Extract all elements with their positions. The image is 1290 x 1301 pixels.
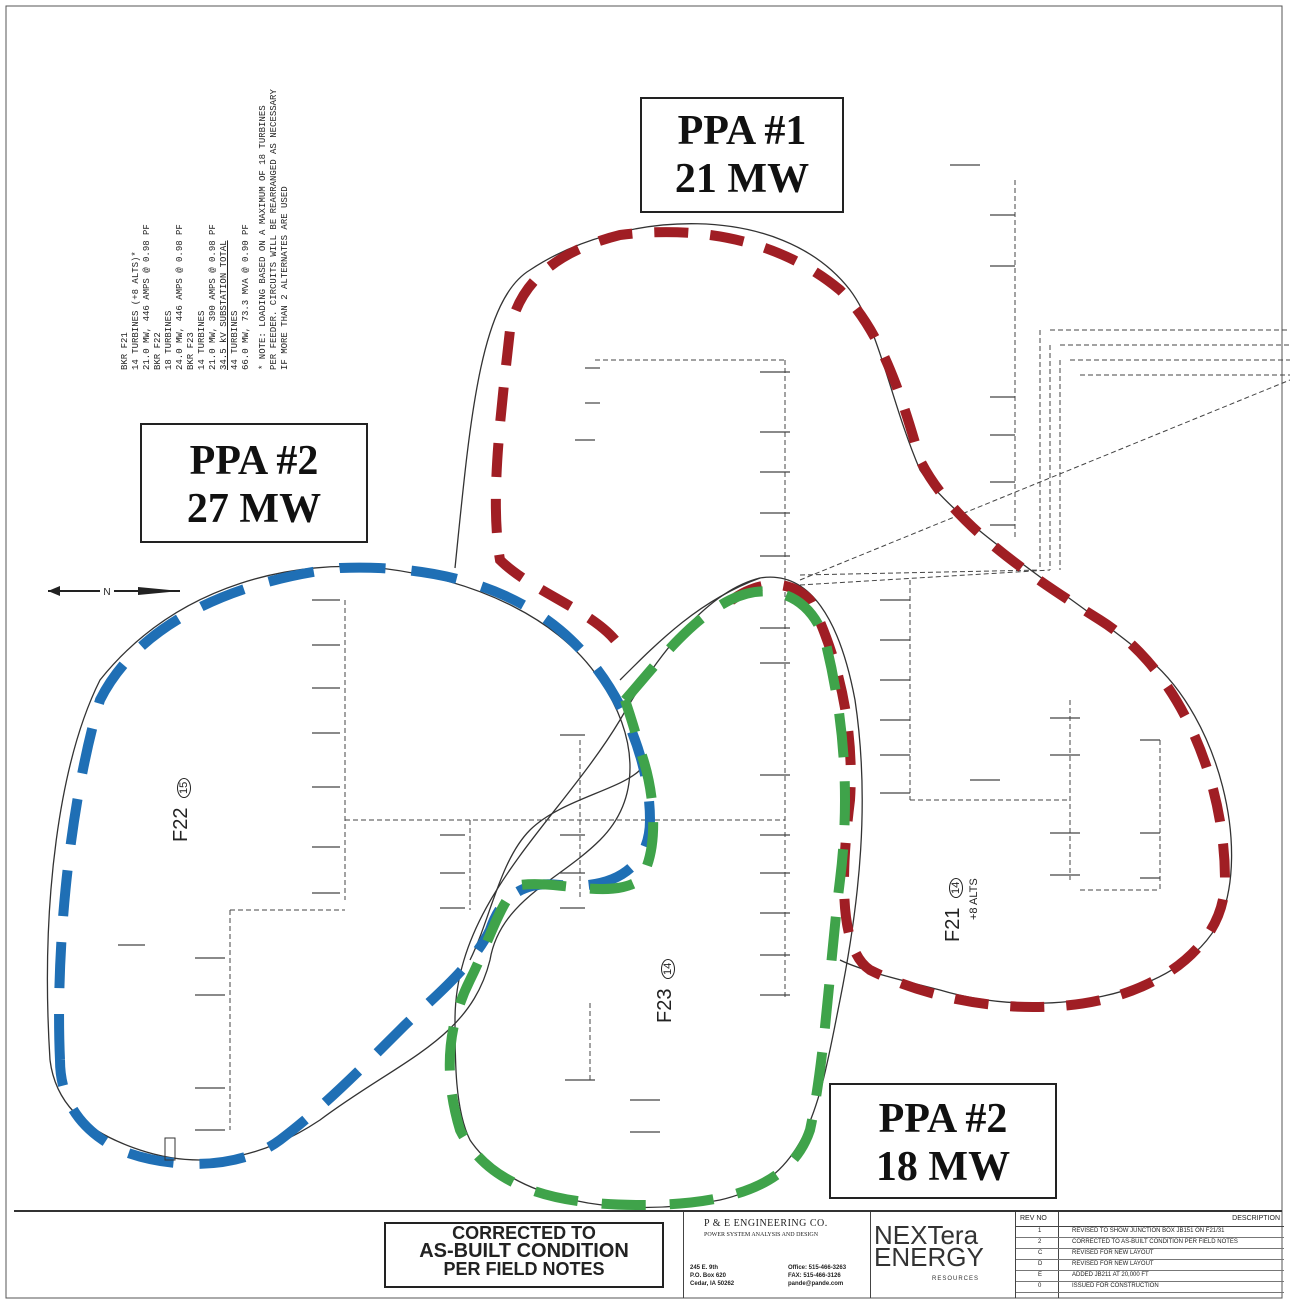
engineering-firm-block: P & E ENGINEERING CO. POWER SYSTEM ANALY… xyxy=(683,1212,871,1298)
revision-row: 0 ISSUED FOR CONSTRUCTION xyxy=(1016,1281,1284,1293)
note-line: BKR F22 xyxy=(153,332,163,370)
feeder-f23-label: F23 14 xyxy=(654,958,677,1023)
feeder-f21-label: F21 14 xyxy=(942,877,965,942)
feeder-count: 14 xyxy=(661,958,675,979)
address-line: 245 E. 9th xyxy=(690,1265,719,1271)
north-arrow: N xyxy=(48,584,180,603)
note-line: 44 TURBINES xyxy=(230,310,240,370)
stamp-line: CORRECTED TO xyxy=(452,1223,596,1243)
feeder-f22-label: F22 15 xyxy=(170,777,193,842)
ppa1-capacity: 21 MW xyxy=(674,156,810,203)
note-line: 18 TURBINES xyxy=(164,310,174,370)
rev-desc: REVISED TO SHOW JUNCTION BOX JB151 ON F2… xyxy=(1072,1228,1225,1234)
rev-no: 2 xyxy=(1038,1239,1042,1245)
note-line: 34.5 kV SUBSTATION TOTAL xyxy=(219,240,229,370)
substation-symbol xyxy=(164,1137,176,1161)
logo-line: NEXTera xyxy=(874,1220,979,1250)
nextera-logo: NEXTera ENERGY RESOURCES xyxy=(872,1216,1012,1296)
ppa2-west-boundary xyxy=(54,562,656,1169)
feeder-name: F21 xyxy=(942,907,964,942)
breaker-notes: BKR F21 14 TURBINES (+8 ALTS)* 21.0 MW, … xyxy=(120,89,291,370)
note-line: 14 TURBINES (+8 ALTS)* xyxy=(131,251,141,370)
revision-row: D REVISED FOR NEW LAYOUT xyxy=(1016,1259,1284,1271)
ppa2-west-capacity: 27 MW xyxy=(186,486,322,533)
logo-line: RESOURCES xyxy=(932,1276,980,1282)
revision-row: E ADDED JB211 AT 20,000 FT xyxy=(1016,1270,1284,1282)
ppa2-west-title: PPA #2 xyxy=(189,438,319,484)
note-line: BKR F23 xyxy=(186,332,196,370)
cable-routes xyxy=(229,180,1290,1130)
ppa2-south-label: PPA #2 18 MW xyxy=(829,1083,1057,1199)
as-built-stamp: CORRECTED TO AS-BUILT CONDITION PER FIEL… xyxy=(384,1222,664,1288)
ppa2-west-label: PPA #2 27 MW xyxy=(140,423,368,543)
rev-no: D xyxy=(1038,1261,1043,1267)
rev-desc: ISSUED FOR CONSTRUCTION xyxy=(1072,1283,1159,1289)
feeder-count: 14 xyxy=(949,877,963,898)
revision-row: C REVISED FOR NEW LAYOUT xyxy=(1016,1248,1284,1260)
stamp-line: AS-BUILT CONDITION xyxy=(419,1240,629,1262)
ppa1-boundary xyxy=(490,227,1231,1012)
rev-desc: REVISED FOR NEW LAYOUT xyxy=(1072,1261,1154,1267)
address-line: Cedar, IA 50262 xyxy=(690,1281,735,1287)
note-line: 21.0 MW, 390 AMPS @ 0.98 PF xyxy=(208,224,218,370)
note-line: 24.0 MW, 446 AMPS @ 0.98 PF xyxy=(175,224,185,370)
logo-line: ENERGY xyxy=(874,1242,984,1272)
tie-line xyxy=(619,577,761,681)
contact-line: FAX: 515-466-3126 xyxy=(788,1273,841,1279)
f22-outline xyxy=(46,565,631,1161)
rev-desc: ADDED JB211 AT 20,000 FT xyxy=(1072,1272,1149,1278)
ppa2-south-boundary xyxy=(444,586,850,1211)
stamp-line: PER FIELD NOTES xyxy=(443,1259,605,1279)
feeder-name: F22 xyxy=(170,807,192,842)
north-label: N xyxy=(103,587,110,598)
feeder-outlines xyxy=(46,223,1233,1209)
revision-table: REV NO DESCRIPTION 1 REVISED TO SHOW JUN… xyxy=(1015,1212,1284,1298)
turbine-symbols xyxy=(118,164,1160,1133)
note-line: 21.0 MW, 446 AMPS @ 0.98 PF xyxy=(142,224,152,370)
firm-subtitle: POWER SYSTEM ANALYSIS AND DESIGN xyxy=(704,1232,819,1238)
feeder-f21-alternates: +8 ALTS xyxy=(968,878,980,920)
note-line: PER FEEDER. CIRCUITS WILL BE REARRANGED … xyxy=(269,89,279,370)
firm-address: 245 E. 9th P.O. Box 620 Cedar, IA 50262 xyxy=(690,1264,734,1288)
revision-row: 1 REVISED TO SHOW JUNCTION BOX JB151 ON … xyxy=(1016,1226,1284,1238)
revision-row: 2 CORRECTED TO AS-BUILT CONDITION PER FI… xyxy=(1016,1237,1284,1249)
ppa2-south-title: PPA #2 xyxy=(878,1096,1008,1142)
rev-no-header: REV NO xyxy=(1020,1215,1047,1222)
note-line: IF MORE THAN 2 ALTERNATES ARE USED xyxy=(280,186,290,370)
note-line: 14 TURBINES xyxy=(197,310,207,370)
rev-no: C xyxy=(1038,1250,1043,1256)
rev-desc: REVISED FOR NEW LAYOUT xyxy=(1072,1250,1154,1256)
f23-outline xyxy=(454,576,863,1209)
ppa1-title: PPA #1 xyxy=(677,108,807,154)
rev-desc-header: DESCRIPTION xyxy=(1232,1215,1280,1222)
contact-line: pande@pande.com xyxy=(788,1281,844,1287)
rev-no: 0 xyxy=(1038,1283,1042,1289)
address-line: P.O. Box 620 xyxy=(690,1273,726,1279)
title-block xyxy=(14,1210,1282,1300)
note-line: 66.0 MW, 73.3 MVA @ 0.90 PF xyxy=(241,224,251,370)
firm-name: P & E ENGINEERING CO. xyxy=(704,1218,828,1229)
revision-header: REV NO DESCRIPTION xyxy=(1016,1212,1284,1227)
ppa1-label: PPA #1 21 MW xyxy=(640,97,844,213)
rev-desc: CORRECTED TO AS-BUILT CONDITION PER FIEL… xyxy=(1072,1239,1238,1245)
sheet-border xyxy=(5,5,1283,1299)
rev-no: E xyxy=(1038,1272,1043,1278)
tie-line-2 xyxy=(469,769,641,961)
column-divider xyxy=(1058,1212,1059,1298)
feeder-count: 15 xyxy=(177,777,191,798)
note-line: BKR F21 xyxy=(120,332,130,370)
ppa2-south-capacity: 18 MW xyxy=(875,1144,1011,1191)
rev-no: 1 xyxy=(1038,1228,1042,1234)
firm-contact: Office: 515-466-3263 FAX: 515-466-3126 p… xyxy=(788,1264,846,1288)
note-line: * NOTE: LOADING BASED ON A MAXIMUM OF 18… xyxy=(258,105,268,370)
contact-line: Office: 515-466-3263 xyxy=(788,1265,847,1271)
feeder-name: F23 xyxy=(654,988,676,1023)
